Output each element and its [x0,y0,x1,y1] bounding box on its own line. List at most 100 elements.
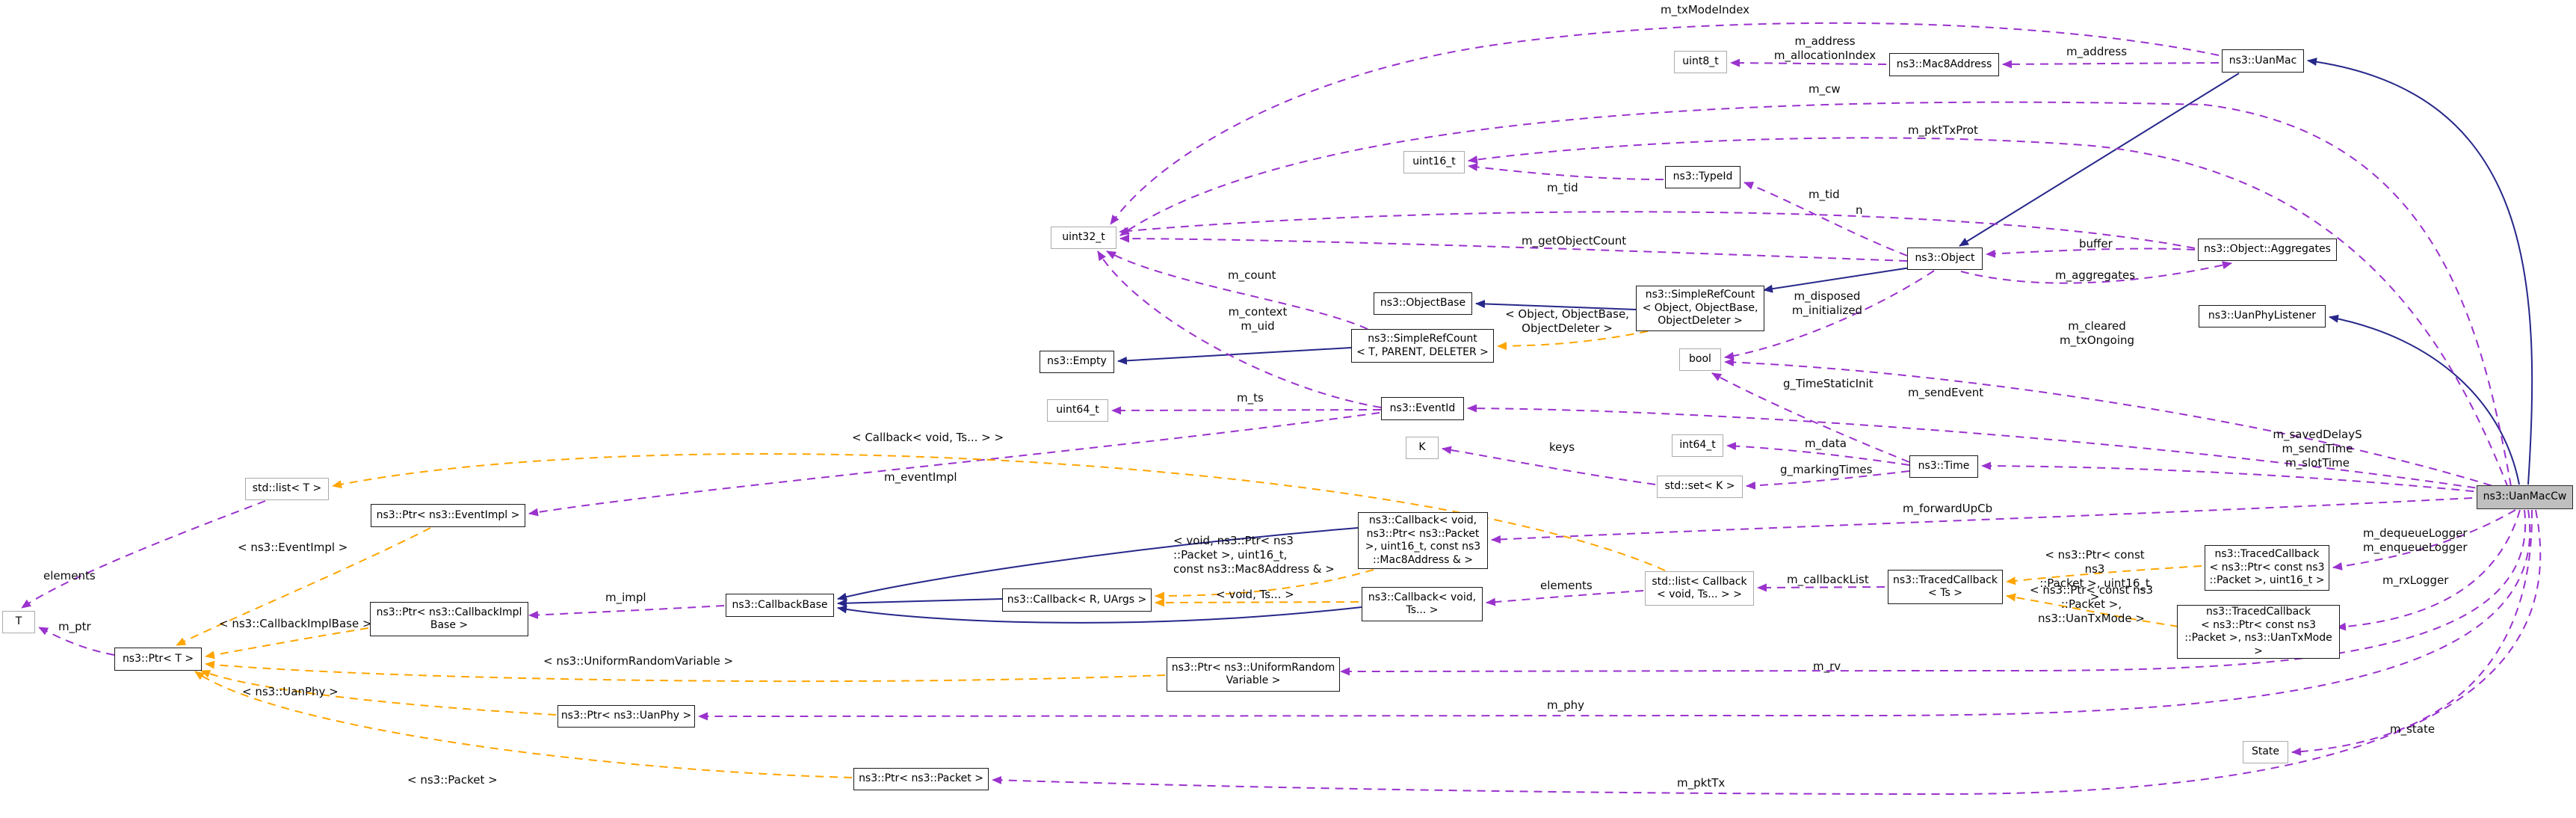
usage-edge-14 [1468,162,1664,180]
node-uanmaccw[interactable]: ns3::UanMacCw [2477,485,2573,509]
node-typeid[interactable]: ns3::TypeId [1665,166,1741,188]
template-edge-54 [2006,593,2179,627]
usage-edge-39 [528,412,1380,517]
template-edge-46 [205,627,369,659]
node-simplerefcount-t[interactable]: ns3::SimpleRefCount < T, PARENT, DELETER… [1351,329,1494,363]
node-ptr-uanphy[interactable]: ns3::Ptr< ns3::UanPhy > [557,705,695,728]
node-ptr-eventimpl[interactable]: ns3::Ptr< ns3::EventImpl > [371,504,525,527]
node-list-t: std::list< T > [245,478,329,500]
edge-label: g_markingTimes [1780,463,1873,476]
edge-label: elements [43,569,96,582]
template-edge-48 [200,670,557,716]
usage-edge-23 [1711,372,1910,463]
node-callback-r-uargs[interactable]: ns3::Callback< R, UArgs > [1002,588,1152,612]
usage-edge-35 [698,509,2531,721]
edge-label: m_rv [1813,659,1841,673]
edge-label: m_dequeueLogger m_enqueueLogger [2363,526,2468,554]
node-time[interactable]: ns3::Time [1909,455,1978,478]
edge-label: < Callback< void, Ts... > > [852,431,1004,444]
edge-label: m_rxLogger [2382,573,2449,587]
usage-edge-42 [1986,247,2196,258]
node-callback-void-ts[interactable]: ns3::Callback< void, Ts... > [1362,587,1483,621]
edge-label: m_callbackList [1787,573,1869,586]
edge-label: m_pktTxProt [1908,123,1978,137]
edge-label: m_data [1805,437,1847,450]
usage-edge-29 [1491,496,2501,544]
node-object[interactable]: ns3::Object [1907,247,1983,270]
usage-edge-25 [1726,442,1910,466]
node-objectbase[interactable]: ns3::ObjectBase [1374,292,1472,315]
usage-edge-21 [1724,270,1935,360]
edge-label: m_pktTx [1677,776,1726,790]
edge-label: keys [1549,440,1575,454]
edge-label: m_aggregates [2055,268,2136,282]
edge-label: m_impl [605,591,646,604]
node-eventid[interactable]: ns3::EventId [1381,397,1464,420]
inheritance-edge-6 [837,527,1359,601]
edge-label: m_tid [1809,188,1840,201]
node-ptr-callbackimplbase[interactable]: ns3::Ptr< ns3::CallbackImpl Base > [370,602,528,636]
node-uint8-t: uint8_t [1674,51,1727,73]
node-uanphylistener[interactable]: ns3::UanPhyListener [2199,305,2326,327]
template-edge-53 [2006,565,2202,585]
inheritance-edge-1 [2329,314,2520,485]
node-uint32-t: uint32_t [1051,227,1116,249]
node-uanmac[interactable]: ns3::UanMac [2222,49,2304,73]
template-edge-47 [205,660,1166,683]
usage-edge-43 [1960,261,2232,284]
node-tracedcallback-ts[interactable]: ns3::TracedCallback < Ts > [1888,570,2003,604]
usage-edge-24 [1467,404,2504,493]
edge-label: m_cw [1809,82,1841,96]
node-ptr-packet[interactable]: ns3::Ptr< ns3::Packet > [853,768,989,790]
edge-label: m_phy [1547,698,1585,712]
usage-edge-30 [1486,590,1644,606]
inheritance-edge-7 [837,598,1003,608]
edge-label: m_address m_allocationIndex [1773,34,1877,62]
inheritance-edge-8 [837,605,1362,624]
edge-label: elements [1540,579,1593,592]
usage-edge-22 [1724,357,2506,491]
edge-label: < void, Ts... > [1216,588,1294,601]
template-edge-50 [1155,569,1374,600]
usage-edge-38 [528,605,725,619]
node-callbackbase[interactable]: ns3::CallbackBase [726,594,834,617]
edge-label: < ns3::EventImpl > [238,541,348,554]
node-tracedcallback-pkt-uantxmode[interactable]: ns3::TracedCallback < ns3::Ptr< const ns… [2177,605,2340,659]
edge-label: < void, ns3::Ptr< ns3 ::Packet >, uint16… [1173,534,1335,576]
node-mac8address[interactable]: ns3::Mac8Address [1889,53,1999,76]
edge-label: < ns3::UniformRandomVariable > [543,654,734,668]
usage-edge-41 [38,627,115,656]
usage-edge-18 [1106,250,1368,330]
edge-label: < ns3::Ptr< const ns3 ::Packet >, ns3::U… [2030,583,2153,625]
usage-edge-15 [1743,182,1908,256]
usage-edge-33 [2336,509,2521,631]
edge-label: m_forwardUpCb [1903,502,1993,515]
edge-label: m_eventImpl [884,470,957,484]
usage-edge-27 [1442,446,1656,485]
node-set-k: std::set< K > [1657,476,1743,498]
node-list-callback: std::list< Callback < void, Ts... > > [1645,571,1754,606]
node-uint16-t: uint16_t [1403,151,1465,173]
node-uint64-t: uint64_t [1047,399,1108,422]
usage-edge-9 [1110,22,2220,225]
node-ptr-uniformrandomvariable[interactable]: ns3::Ptr< ns3::UniformRandom Variable > [1167,657,1340,692]
node-ptr-t[interactable]: ns3::Ptr< T > [114,648,202,671]
edge-label: m_disposed m_initialized [1791,289,1863,317]
edge-label: m_ptr [58,620,91,633]
edge-label: m_txModeIndex [1661,3,1750,16]
edge-label: buffer [2079,237,2113,250]
node-callback-forwardup[interactable]: ns3::Callback< void, ns3::Ptr< ns3::Pack… [1358,512,1488,569]
edge-label: m_context m_uid [1228,305,1288,333]
edge-label: m_cleared m_txOngoing [2059,319,2135,347]
usage-edge-13 [1468,137,2509,488]
node-empty[interactable]: ns3::Empty [1040,351,1114,373]
usage-edge-28 [1981,461,2503,495]
node-tracedcallback-pkt-uint16[interactable]: ns3::TracedCallback < ns3::Ptr< const ns… [2205,545,2329,591]
usage-edge-36 [2291,509,2533,756]
usage-edge-37 [992,509,2542,796]
node-state: State [2243,741,2288,763]
node-object-aggregates[interactable]: ns3::Object::Aggregates [2198,239,2337,261]
inheritance-edge-4 [1475,299,1637,310]
node-simplerefcount-object[interactable]: ns3::SimpleRefCount < Object, ObjectBase… [1636,286,1764,331]
usage-edge-40 [21,500,266,609]
